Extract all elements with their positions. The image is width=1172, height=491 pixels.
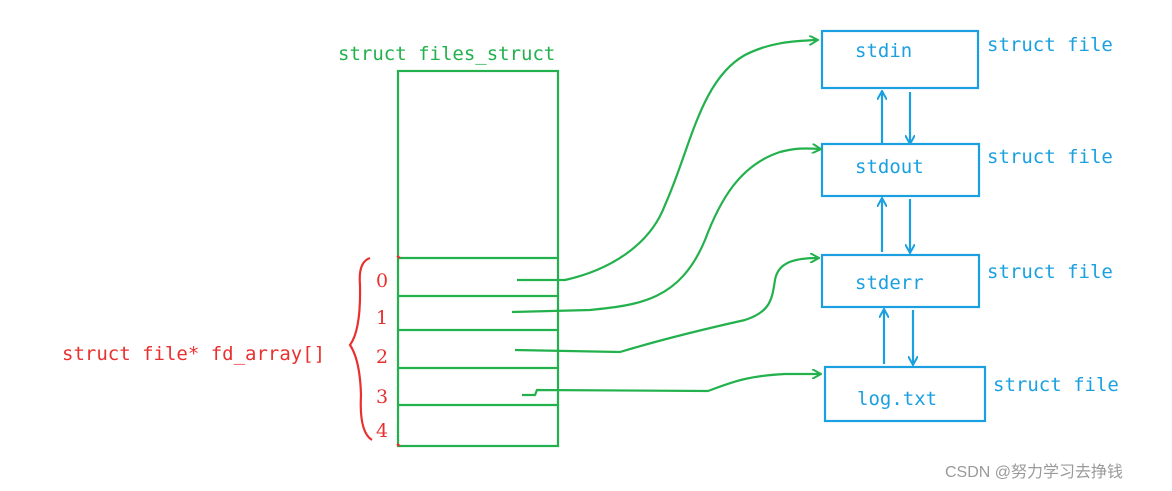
fd-pointer-0 — [517, 40, 817, 282]
file-box — [820, 253, 981, 309]
file-type-label: struct file — [993, 374, 1119, 396]
fd-array-brace — [348, 256, 373, 441]
fd-indices: 0 1 2 3 4 — [376, 270, 388, 442]
fd-pointer-2 — [514, 258, 818, 354]
file-name: stdin — [855, 40, 912, 62]
file-box — [820, 142, 981, 198]
fd-index-4: 4 — [376, 420, 388, 442]
struct-file-logtxt: log.txt struct file — [823, 365, 1119, 423]
file-box — [823, 365, 987, 423]
fd-index-1: 1 — [376, 307, 388, 329]
struct-file-stderr: stderr struct file — [820, 253, 1113, 309]
file-name: stdout — [855, 156, 924, 178]
fd-array-label: struct file* fd_array[] — [62, 343, 325, 365]
file-type-label: struct file — [987, 34, 1113, 56]
file-type-label: struct file — [987, 261, 1113, 283]
struct-file-stdin: stdin struct file — [820, 29, 1113, 90]
fd-array-slots — [398, 256, 558, 407]
fd-array-brace-ends — [396, 255, 401, 447]
fd-index-3: 3 — [376, 386, 388, 408]
fd-pointers — [511, 40, 820, 397]
file-box — [820, 29, 980, 90]
fd-index-2: 2 — [376, 346, 388, 368]
fd-pointer-1 — [511, 148, 820, 314]
fd-index-0: 0 — [376, 270, 388, 292]
file-name: stderr — [855, 272, 924, 294]
watermark: CSDN @努力学习去挣钱 — [945, 463, 1123, 481]
file-name: log.txt — [857, 388, 937, 410]
fd-pointer-3 — [522, 374, 820, 397]
file-list-links — [882, 92, 913, 364]
struct-file-stdout: stdout struct file — [820, 142, 1113, 198]
files-struct-title: struct files_struct — [338, 43, 555, 65]
file-type-label: struct file — [987, 146, 1113, 168]
